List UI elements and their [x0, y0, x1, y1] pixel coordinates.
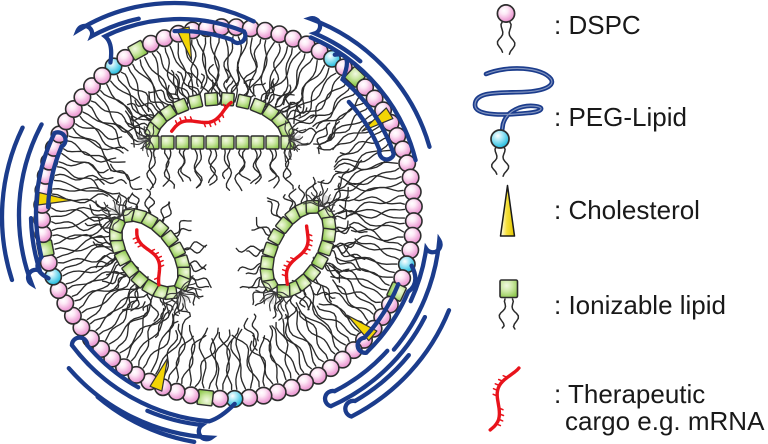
peg-chain-arc	[343, 308, 452, 419]
legend-item-therapeutic-cargo: : Therapeutic cargo e.g. mRNA	[554, 381, 764, 435]
legend-item-cholesterol: : Cholesterol	[554, 197, 700, 224]
vesicle	[84, 188, 212, 322]
legend-label-cargo: cargo e.g. mRNA	[565, 406, 765, 436]
mrna-strand	[170, 100, 233, 133]
cholesterol-wedge	[176, 26, 193, 61]
peg-chain-arc	[33, 130, 68, 281]
peg-chain-arc	[303, 16, 432, 149]
legend-item-peg-lipid: : PEG-Lipid	[554, 104, 687, 131]
peg-chain-arc	[95, 394, 197, 444]
mrna-strand	[281, 224, 313, 286]
cholesterol-icon	[499, 184, 516, 237]
bicelle-disc	[112, 63, 318, 192]
vesicle	[235, 176, 356, 321]
mrna-strand	[488, 366, 521, 432]
legend-label-therapeutic: : Therapeutic	[554, 379, 706, 409]
mrna-strand	[132, 228, 165, 287]
legend-item-ionizable-lipid: : Ionizable lipid	[554, 292, 726, 319]
legend-label-peg-lipid: : PEG-Lipid	[554, 102, 687, 132]
peg-chain-arc	[308, 35, 418, 163]
peg-chains	[0, 0, 452, 444]
peg-lipid-icon	[472, 66, 555, 177]
peg-chain-arc	[101, 16, 248, 65]
legend-label-dspc: : DSPC	[554, 10, 641, 40]
legend-label-cholesterol: : Cholesterol	[554, 195, 700, 225]
lnp-nanoparticle-diagram	[0, 0, 452, 444]
peg-chain-arc	[69, 335, 237, 424]
legend-item-dspc: : DSPC	[554, 12, 641, 39]
peg-chain-arc	[391, 233, 443, 352]
legend-label-ionizable-lipid: : Ionizable lipid	[554, 290, 726, 320]
peg-chain-arc	[73, 0, 256, 42]
inner-cargo-structures	[84, 63, 356, 322]
peg-chain-arc	[355, 263, 418, 355]
peg-chain-arc	[0, 125, 25, 283]
cholesterol-wedge	[149, 357, 169, 392]
peg-chain-arc	[322, 314, 428, 409]
therapeutic-cargo-icon	[488, 366, 521, 432]
ionizable-lipid-icon	[498, 279, 520, 330]
peg-chain-arc	[332, 52, 397, 162]
dspc-icon	[496, 4, 516, 55]
